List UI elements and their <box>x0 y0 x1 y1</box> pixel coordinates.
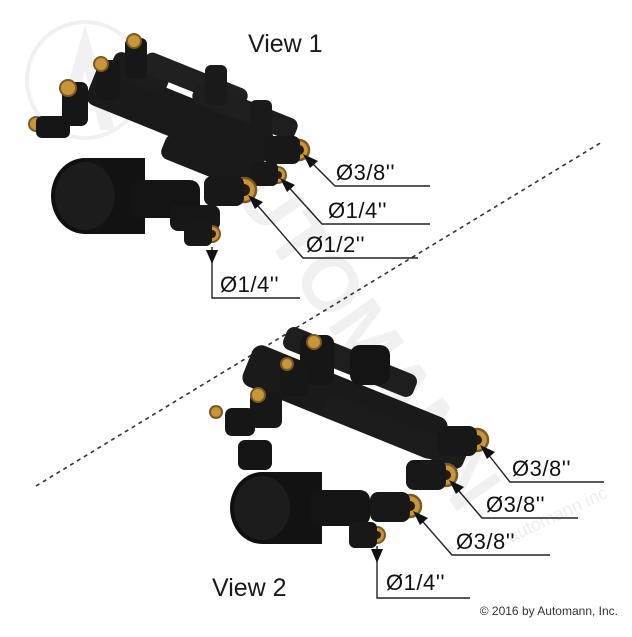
callout-label-v1-1: Ø3/8'' <box>336 160 396 185</box>
divider-line <box>35 141 603 487</box>
callout-label-v1-4: Ø1/4'' <box>220 272 280 297</box>
callout-arrows-view-2 <box>371 445 495 563</box>
callout-label-v1-3: Ø1/2'' <box>306 232 366 257</box>
valve-view-2 <box>209 327 490 548</box>
callouts-view-2 <box>376 448 604 599</box>
callout-label-v2-3: Ø3/8'' <box>456 529 516 554</box>
copyright-notice: © 2016 by Automann, Inc. <box>479 604 618 618</box>
callout-arrows-view-1 <box>206 154 318 264</box>
view-1-title: View 1 <box>248 30 323 58</box>
valve-view-1 <box>28 33 311 246</box>
callout-label-v1-2: Ø1/4'' <box>328 198 388 223</box>
callout-label-v2-1: Ø3/8'' <box>512 456 572 481</box>
callout-label-v2-2: Ø3/8'' <box>486 492 546 517</box>
view-2-title: View 2 <box>212 574 287 602</box>
callout-label-v2-4: Ø1/4'' <box>386 570 446 595</box>
